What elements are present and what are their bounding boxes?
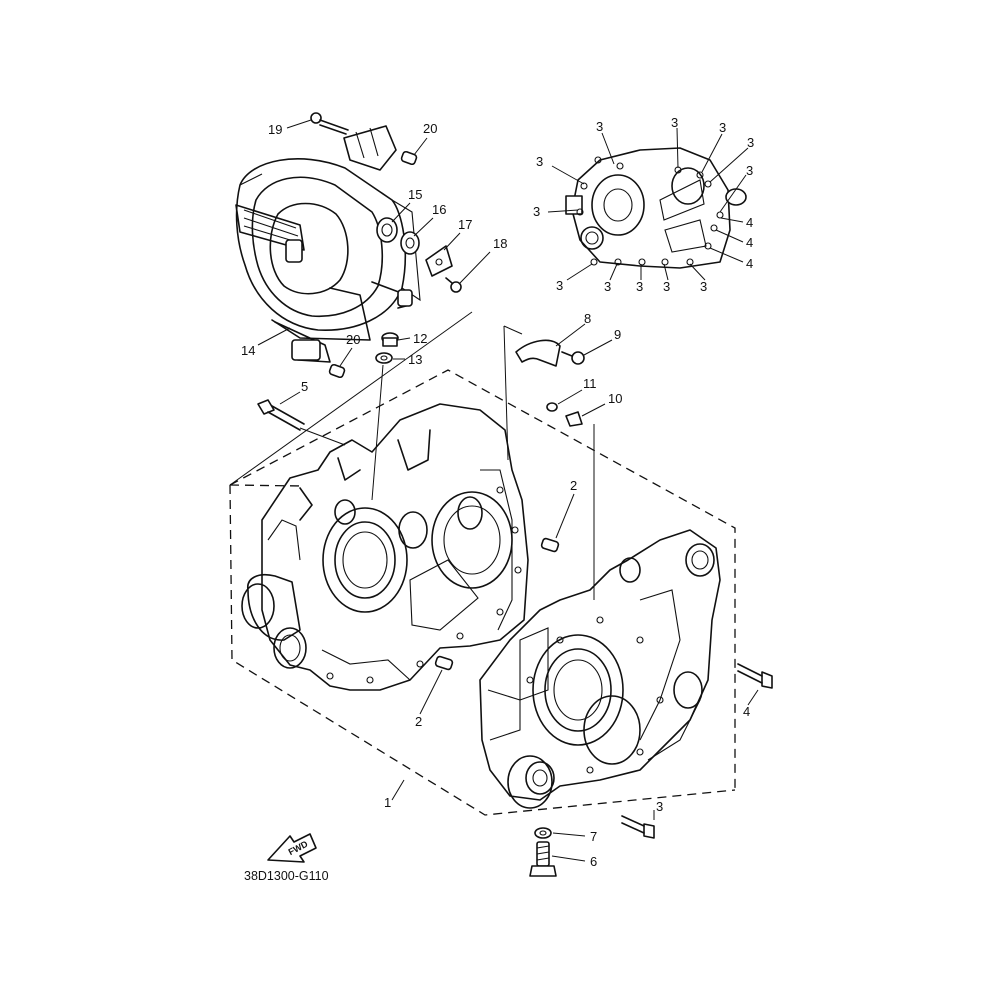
callout-15: 15 [408,187,422,202]
bolt-5 [257,399,305,431]
callout-13: 13 [408,352,422,367]
inset-callout-4b: 4 [746,235,753,250]
forward-arrow-icon: FWD [267,833,317,863]
crankcase-right-half [479,529,721,809]
callout-2-lower: 2 [415,714,422,729]
bolt-4 [737,663,773,689]
callout-numbers: 19 20 15 16 17 18 14 20 12 13 5 8 9 11 1… [241,115,754,869]
callout-16: 16 [432,202,446,217]
inset-callout-3i: 3 [604,279,611,294]
callout-9: 9 [614,327,621,342]
gasket-13 [375,352,393,364]
pin-11 [546,402,558,412]
dowel-pin-2-lower [434,655,454,671]
callout-12: 12 [413,331,427,346]
callout-10: 10 [608,391,622,406]
callout-1: 1 [384,795,391,810]
callout-4: 4 [743,704,750,719]
inset-callout-3j: 3 [636,279,643,294]
bolt-9 [561,351,585,365]
assembly-guide-lines [229,311,736,816]
inset-callout-3c: 3 [719,120,726,135]
callout-8: 8 [584,311,591,326]
inset-callout-3h: 3 [556,278,563,293]
callout-14: 14 [241,343,255,358]
collar-10 [565,411,583,427]
callout-20-top: 20 [423,121,437,136]
callout-5: 5 [301,379,308,394]
bolt-location-inset [565,147,747,269]
callout-18: 18 [493,236,507,251]
inset-callout-3f: 3 [536,154,543,169]
inset-callout-3b: 3 [671,115,678,130]
inset-callout-3e: 3 [746,163,753,178]
crankcase-cover [235,125,421,363]
inset-callout-4c: 4 [746,256,753,271]
dowel-pin-20-top [400,150,418,166]
bolt-3 [621,815,655,839]
screw-18 [445,277,462,293]
callout-3: 3 [656,799,663,814]
diagram-code: 38D1300-G110 [244,869,329,883]
dowel-pin-20-bottom [328,363,346,379]
crankcase-left-half [241,403,529,691]
callout-2-upper: 2 [570,478,577,493]
stopper-8 [515,339,561,367]
callout-7: 7 [590,829,597,844]
inset-callout-3g: 3 [533,204,540,219]
callout-19: 19 [268,122,282,137]
callout-20-bottom: 20 [346,332,360,347]
bearing-15 [376,217,398,243]
bolt-19 [310,112,349,135]
drain-bolt-6 [529,841,557,877]
dowel-pin-2-upper [540,537,560,553]
inset-callout-3d: 3 [747,135,754,150]
inset-callout-3k: 3 [663,279,670,294]
callout-11: 11 [583,376,597,391]
callout-17: 17 [458,217,472,232]
plate-17 [425,245,453,277]
washer-7 [534,827,552,839]
callout-6: 6 [590,854,597,869]
plug-12 [381,332,399,347]
inset-callout-3l: 3 [700,279,707,294]
callout-leaders [257,119,759,862]
oil-seal-16 [400,231,420,255]
inset-callout-4a: 4 [746,215,753,230]
inset-callout-3a: 3 [596,119,603,134]
